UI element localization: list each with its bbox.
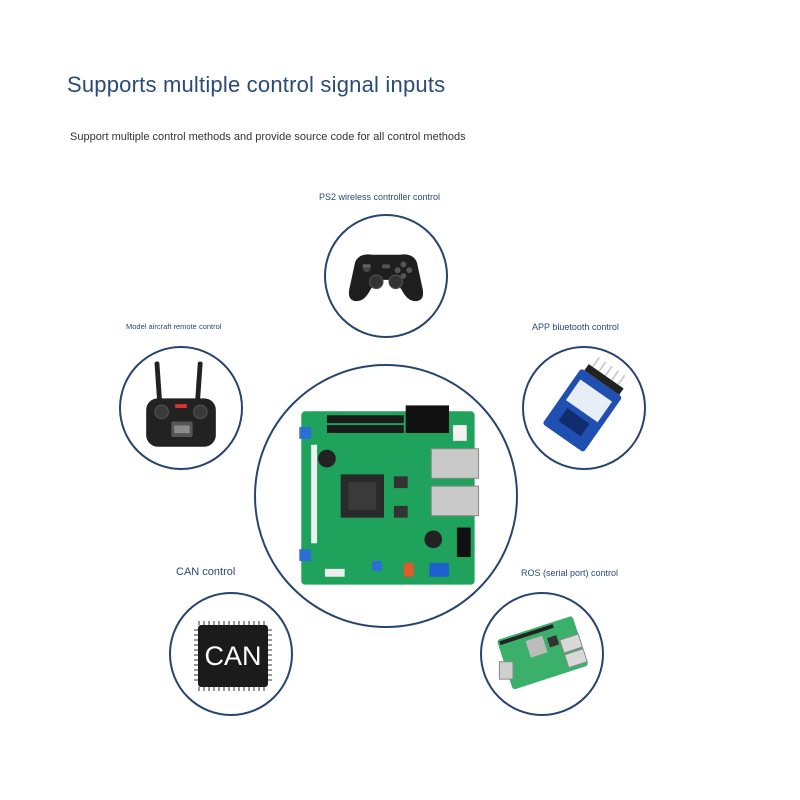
bluetooth-label: APP bluetooth control	[532, 322, 619, 332]
ps2-label: PS2 wireless controller control	[319, 192, 441, 202]
ros-label: ROS (serial port) control	[521, 568, 619, 578]
page-subtitle: Support multiple control methods and pro…	[70, 131, 466, 143]
rc-transmitter-icon	[146, 361, 216, 447]
center-board-circle	[254, 364, 518, 628]
can-circle: CAN	[169, 592, 293, 716]
rc-circle	[119, 346, 243, 470]
can-label: CAN control	[176, 566, 236, 578]
bluetooth-module-icon	[543, 356, 626, 452]
gamepad-icon	[348, 254, 424, 302]
raspberry-pi-icon	[497, 616, 588, 690]
can-chip-text: CAN	[204, 641, 262, 671]
rc-label: Model aircraft remote control	[126, 322, 222, 331]
ps2-circle	[324, 214, 448, 338]
page-title: Supports multiple control signal inputs	[67, 72, 446, 97]
controller-board-icon	[299, 405, 480, 585]
bluetooth-circle	[522, 346, 646, 470]
can-chip-icon: CAN	[188, 621, 278, 691]
ros-circle	[480, 592, 604, 716]
